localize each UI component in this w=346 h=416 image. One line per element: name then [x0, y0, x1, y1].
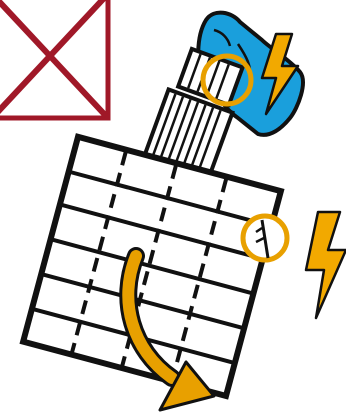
highlight-circle-panel	[243, 216, 287, 260]
electrical-hazard-icon-right	[306, 212, 346, 318]
prohibited-cross-icon	[0, 0, 108, 118]
